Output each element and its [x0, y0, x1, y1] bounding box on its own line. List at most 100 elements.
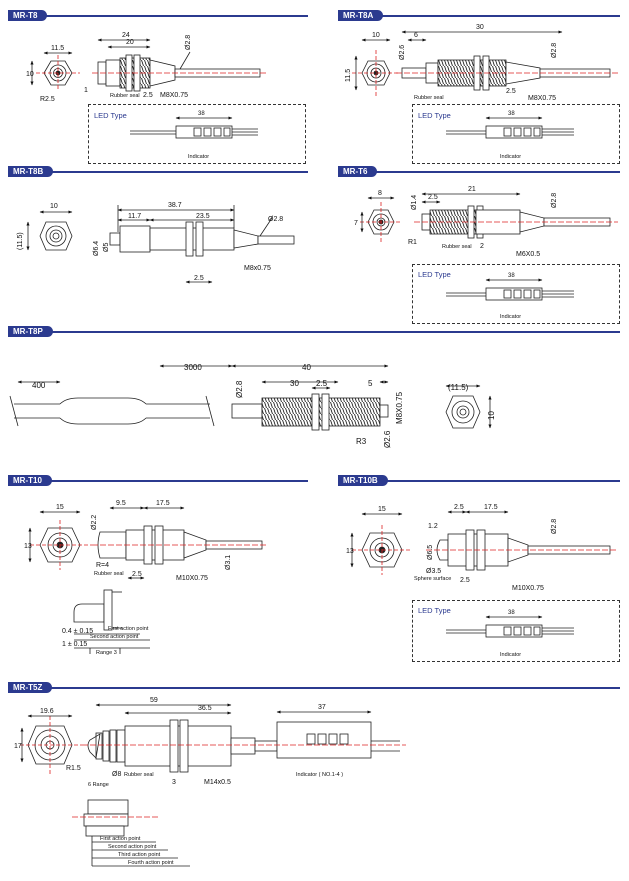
t8b-length: 38.7	[168, 202, 182, 209]
t10b-thread: M10X0.75	[512, 585, 544, 592]
t6-seal-width: 2	[480, 243, 484, 250]
t8a-dia: Ø2.8	[551, 43, 558, 58]
t8a-a: 6	[414, 32, 418, 39]
section-rule-t10b	[338, 480, 620, 482]
t10-seal: Rubber seal	[94, 571, 124, 577]
t8-seal: Rubber seal	[110, 93, 140, 99]
t8b-d1: Ø6.4	[93, 241, 100, 256]
section-rule-t8	[8, 15, 308, 17]
t8p-hex-view	[445, 384, 492, 429]
t5z-ap1: First action point	[100, 836, 141, 842]
t10b-d2: Ø3.5	[426, 568, 441, 575]
t6-seal: Rubber seal	[442, 244, 472, 250]
led-title-t8a: LED Type	[418, 111, 451, 120]
t10-b: 17.5	[156, 500, 170, 507]
t6-radius: R1	[408, 239, 417, 246]
t10b-nut: 2.5	[460, 577, 470, 584]
t10-nut: 2.5	[132, 571, 142, 578]
t10b-width: 15	[378, 506, 386, 513]
t10b-b: 17.5	[484, 504, 498, 511]
section-rule-t8b	[8, 171, 308, 173]
t10b-led-width: 38	[508, 610, 515, 616]
t8p-c: 40	[302, 363, 311, 372]
t8b-height: (11.5)	[17, 232, 24, 250]
t5z-length: 59	[150, 697, 158, 704]
t5z-seal: Rubber seal	[124, 772, 154, 778]
t8-width: 11.5	[51, 45, 64, 52]
t10-d1: Ø2.2	[91, 515, 98, 530]
t8a-seal: Rubber seal	[414, 95, 444, 101]
t6-length: 21	[468, 186, 476, 193]
section-rule-t5z	[8, 687, 620, 689]
t8b-b: 23.5	[196, 213, 210, 220]
t8b-d2: Ø5	[103, 243, 110, 252]
t6-led-indicator: Indicator	[500, 314, 521, 320]
t5z-action-diagram	[72, 799, 190, 867]
t10-p1-label: First action point	[108, 626, 149, 632]
led-title-t6: LED Type	[418, 270, 451, 279]
led-title-t10b: LED Type	[418, 606, 451, 615]
section-rule-t8p	[8, 331, 620, 333]
section-rule-t10	[8, 480, 308, 482]
t8-led	[130, 116, 258, 139]
t6-dia: Ø2.8	[551, 193, 558, 208]
t10b-led	[446, 615, 574, 638]
t8a-width: 10	[372, 32, 380, 39]
t8-led-width: 38	[198, 111, 205, 117]
t10b-c: 1.2	[428, 523, 438, 530]
t8b-thread: M8x0.75	[244, 265, 271, 272]
t8a-height: 11.5	[345, 69, 352, 82]
t10-range: Range 3	[96, 650, 117, 656]
t10-side-view	[92, 506, 268, 580]
t8a-hex-view	[352, 38, 400, 96]
t10b-dia: Ø2.8	[551, 519, 558, 534]
section-tag-t10b: MR-T10B	[338, 475, 388, 486]
t5z-hex-view	[20, 714, 82, 774]
t10-p2-label: Second action point	[90, 634, 139, 640]
led-box-t8a	[412, 104, 620, 164]
section-tag-t8p: MR-T8P	[8, 326, 53, 337]
section-tag-t5z: MR-T5Z	[8, 682, 53, 693]
t6-width: 8	[378, 190, 382, 197]
t10b-sphere: Sphere surface	[414, 576, 451, 582]
t8a-length: 30	[476, 24, 484, 31]
t8p-height: 10	[487, 411, 496, 420]
led-box-t8	[88, 104, 306, 164]
t10b-hex-view	[350, 512, 412, 575]
t5z-led-indicator: Indicator ( NO.1-4 )	[296, 772, 343, 778]
t8-body: 20	[126, 39, 134, 46]
t10-hex-view	[28, 510, 92, 570]
t5z-d1: Ø8	[112, 771, 121, 778]
led-title-t8: LED Type	[94, 111, 127, 120]
t8p-cable-view	[9, 364, 389, 431]
t8b-side-view	[109, 205, 295, 284]
t8p-b: 3000	[184, 363, 202, 372]
t8-seal-width: 2.5	[143, 92, 153, 99]
t10-p2: 1 ± 0.15	[62, 641, 87, 648]
t8p-radius: R3	[356, 437, 367, 446]
t8p-dia: Ø2.8	[235, 380, 244, 398]
t10b-height: 13	[346, 548, 354, 555]
t8-dia: Ø2.8	[185, 35, 192, 50]
t10-action-diagram	[73, 589, 150, 654]
t8a-d1: Ø2.6	[399, 45, 406, 60]
section-tag-t8b: MR-T8B	[8, 166, 54, 177]
t5z-range: 6 Range	[88, 782, 109, 788]
t8-thread: M8X0.75	[160, 92, 188, 99]
t6-d1: Ø1.4	[411, 195, 418, 210]
t8a-seal-width: 2.5	[506, 88, 516, 95]
t8b-a: 11.7	[128, 213, 141, 220]
t10-radius: R=4	[96, 562, 109, 569]
t6-side-view	[414, 192, 618, 239]
t8p-d: 30	[290, 379, 299, 388]
t10b-side-view	[426, 510, 618, 571]
section-tag-t6: MR-T6	[338, 166, 378, 177]
t8p-f: 5	[368, 379, 373, 388]
t8-hex-view	[30, 51, 80, 91]
t5z-ap2: Second action point	[108, 844, 157, 850]
t8b-hex-view	[26, 210, 73, 251]
t6-led	[446, 278, 574, 301]
led-box-t10b	[412, 600, 620, 662]
t8p-e: 2.5	[316, 379, 328, 388]
t5z-ap3: Third action point	[118, 852, 161, 858]
